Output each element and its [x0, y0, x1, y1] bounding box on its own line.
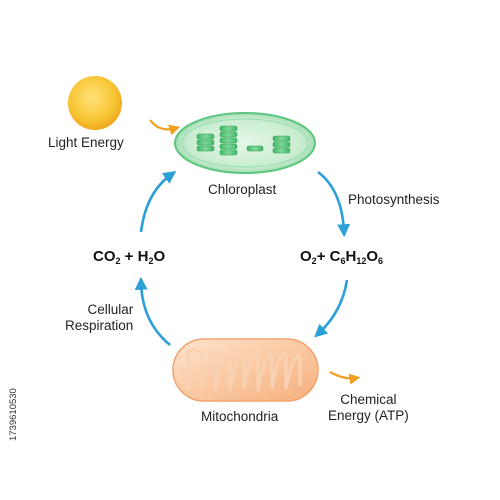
left-formula: CO2 + H2O — [93, 248, 165, 266]
left-formula-a-sub: 2 — [115, 256, 121, 266]
light-energy-arrow — [149, 119, 181, 136]
chemical-energy-label: Chemical Energy (ATP) — [328, 392, 409, 424]
mitochondria-icon — [172, 338, 319, 402]
photosynthesis-label: Photosynthesis — [348, 192, 440, 207]
right-to-mitochondria-arrow — [314, 279, 349, 338]
left-formula-b: H — [137, 248, 149, 265]
right-formula-h-sub: 12 — [356, 256, 367, 266]
sun-icon — [68, 76, 122, 130]
right-formula-c-sub: 6 — [340, 256, 346, 266]
chloroplast-label: Chloroplast — [208, 182, 277, 197]
right-formula-a-sub: 2 — [311, 256, 317, 266]
right-formula-h: H — [345, 248, 357, 265]
right-formula-c: C — [329, 248, 341, 265]
right-formula: O2+ C6H12O6 — [300, 248, 383, 266]
right-formula-o: O — [366, 248, 379, 265]
left-formula-a: CO — [93, 248, 116, 265]
respiration-line: Respiration — [65, 318, 134, 333]
mitochondria-to-left-arrow — [134, 276, 171, 347]
cellular-respiration-label: Cellular Respiration — [65, 302, 133, 334]
chemical-energy-arrow — [329, 371, 361, 385]
cellular-line: Cellular — [87, 302, 134, 317]
left-to-chloroplast-arrow — [139, 171, 177, 233]
photosynthesis-arrow — [317, 170, 351, 238]
light-energy-label: Light Energy — [48, 135, 124, 150]
right-formula-op: + — [316, 248, 330, 265]
chloroplast-icon — [174, 112, 316, 174]
left-formula-b-sub: 2 — [148, 256, 154, 266]
right-formula-a: O — [300, 248, 312, 265]
left-formula-b-tail: O — [153, 248, 166, 265]
chemical-line: Chemical — [340, 392, 397, 407]
left-formula-op: + — [120, 248, 138, 265]
energy-atp-line: Energy (ATP) — [328, 408, 409, 423]
mitochondria-label: Mitochondria — [201, 409, 279, 424]
stock-id: 1739610530 — [8, 388, 19, 442]
right-formula-o-sub: 6 — [378, 256, 384, 266]
